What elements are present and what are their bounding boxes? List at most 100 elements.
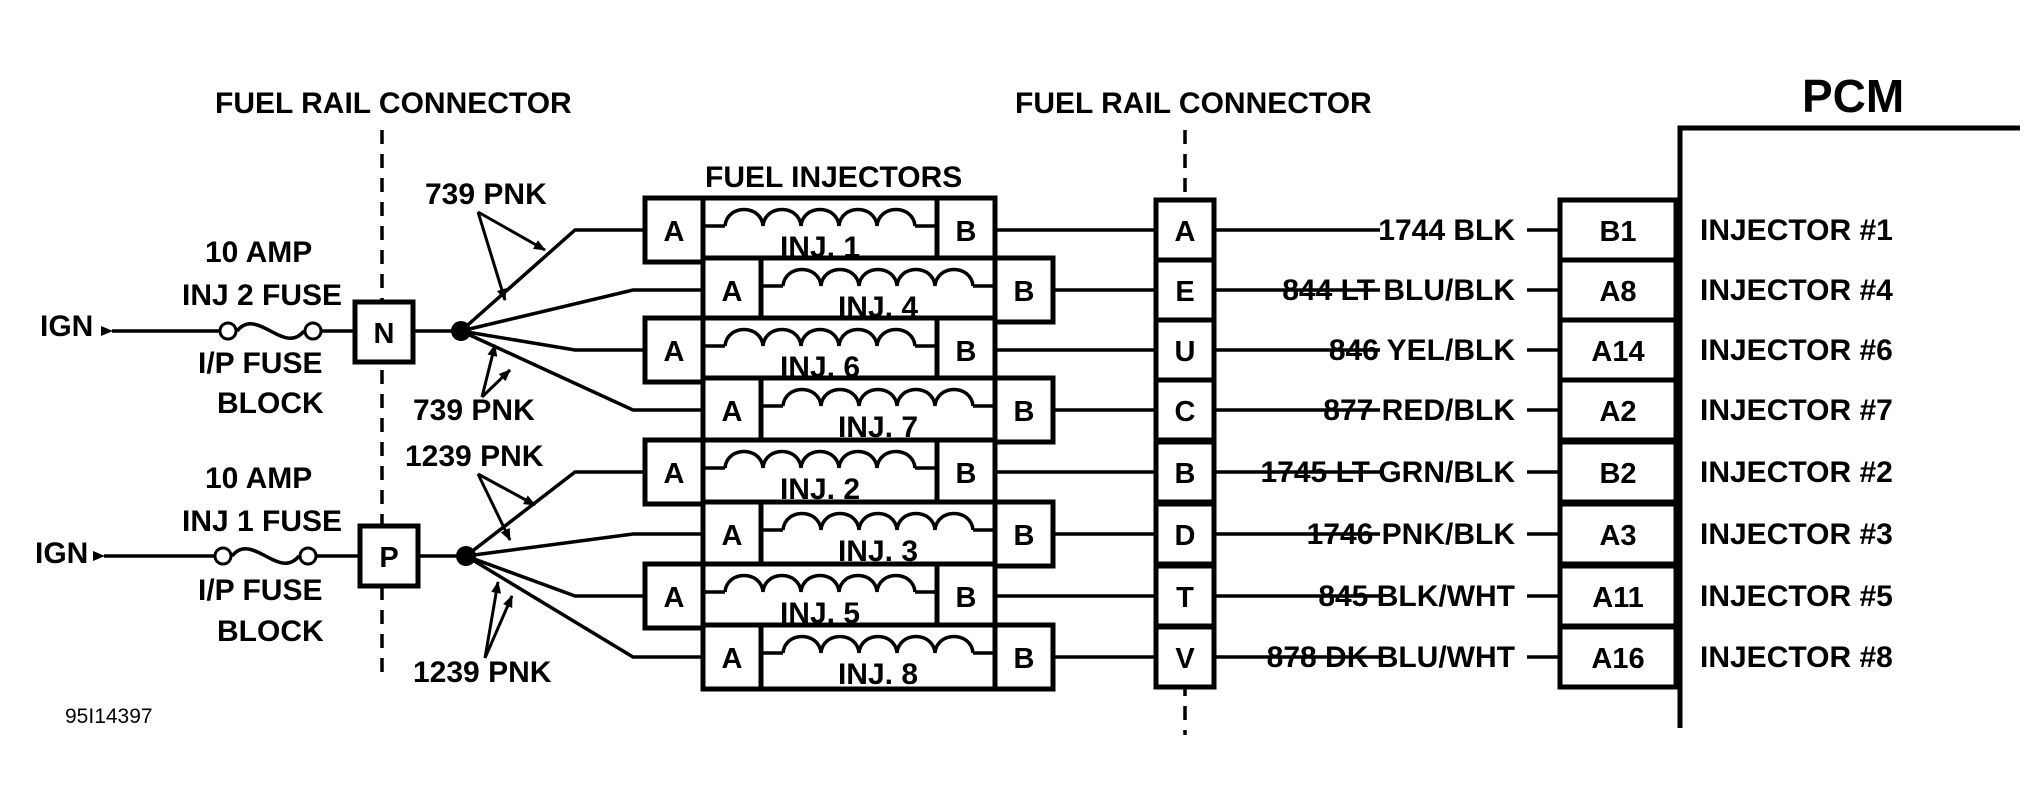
wire-1239-bottom-pointer-2 [483, 595, 514, 659]
fuel-rail-connector-right-label: FUEL RAIL CONNECTOR [1015, 87, 1372, 120]
injector-row-7-pin-a-label: A [664, 582, 685, 614]
injector-row-7-connector-pin-label: T [1176, 582, 1194, 614]
fuse-bottom-symbol [230, 547, 301, 565]
injector-row-5-pin-b-label: B [956, 458, 977, 490]
fuel-rail-connector-left-label: FUEL RAIL CONNECTOR [215, 87, 572, 120]
injector-row-6-pcm-pin-box [1557, 501, 1679, 567]
injector-row-2-pcm-pin-label: A8 [1599, 276, 1636, 308]
injector-row-8-pin-a-label: A [722, 643, 743, 675]
injector-row-1-connector-pin-label: A [1175, 216, 1196, 248]
fuel-injectors-label: FUEL INJECTORS [705, 161, 962, 194]
fuse-top-symbol [235, 322, 306, 340]
fuse-top-block-label-2: BLOCK [217, 387, 324, 420]
injector-row-2-connector-pin-label: E [1175, 276, 1194, 308]
wire-739-top-pointer-2 [476, 211, 507, 301]
fuse-top-name-label: INJ 2 FUSE [182, 279, 342, 312]
wire-739-top-label: 739 PNK [425, 178, 547, 211]
wire-739-bottom-label: 739 PNK [413, 394, 535, 427]
wire-1239-top-pointer-2 [476, 473, 512, 541]
injector-row-3-pcm-function-label: INJECTOR #6 [1700, 334, 1893, 367]
injector-row-3-feed-wire [460, 329, 645, 352]
injector-row-4-pcm-pin-box [1557, 377, 1679, 443]
injector-row-1-coil-symbol [723, 207, 917, 227]
wire-1239-bottom-label: 1239 PNK [413, 656, 552, 689]
injector-row-5-circuit-label: 1745 LT GRN/BLK [1261, 456, 1516, 489]
injector-row-3-coil-symbol [723, 327, 917, 347]
injector-row-5-connector-pin-label: B [1175, 458, 1196, 490]
injector-row-8-circuit-label: 878 DK BLU/WHT [1267, 641, 1515, 674]
injector-row-4-pin-b-box [992, 375, 1056, 445]
injector-row-3-connector-pin-label: U [1175, 336, 1196, 368]
injector-row-2-feed-wire [460, 288, 703, 333]
injector-row-4-pin-b-label: B [1014, 396, 1035, 428]
injector-row-5-feed-wire [464, 470, 645, 558]
bottom-fuse-circuit: IGN 10 AMP INJ 1 FUSE I/P FUSE BLOCK P [35, 462, 476, 648]
injector-row-3-circuit-label: 846 YEL/BLK [1329, 334, 1516, 367]
wire-739-top-pointer-1 [477, 210, 546, 252]
injector-row-7-pcm-pin-box [1557, 563, 1679, 629]
fuse-bottom-terminal-right [298, 546, 318, 566]
fuse-top-block-label: I/P FUSE [198, 347, 322, 380]
fuse-bottom-amp-label: 10 AMP [205, 462, 312, 495]
wire-739-bottom-pointer-1 [480, 344, 498, 398]
injector-row-7-connector-pin-box [1153, 563, 1217, 629]
fuse-bottom-terminal-left [213, 546, 233, 566]
injector-row-5-coil-symbol [723, 449, 917, 469]
injector-row-8-pin-b-label: B [1014, 643, 1035, 675]
injector-row-7-coil-symbol [723, 573, 917, 593]
top-fuse-circuit: IGN 10 AMP INJ 2 FUSE I/P FUSE BLOCK N [40, 236, 471, 420]
injector-row-7-feed-wire [465, 554, 645, 598]
injector-row-2-pin-b-box [992, 255, 1056, 325]
wire-739-bottom-pointer-2 [480, 368, 512, 399]
fuse-top-terminal-right [303, 321, 323, 341]
fuse-bottom-name-label: INJ 1 FUSE [182, 505, 342, 538]
injector-row-7-pin-b-label: B [956, 582, 977, 614]
injector-row-6-circuit-label: 1746 PNK/BLK [1307, 518, 1516, 551]
pin-p-label: P [379, 542, 398, 574]
injector-row-6-pin-a-label: A [722, 520, 743, 552]
fuse-top-terminal-left [218, 321, 238, 341]
injector-row-6-pcm-function-label: INJECTOR #3 [1700, 518, 1893, 551]
injector-row-3-pcm-pin-label: A14 [1591, 336, 1644, 368]
injector-row-6-pcm-pin-label: A3 [1599, 520, 1636, 552]
injector-row-6-feed-wire [465, 532, 703, 558]
injector-row-6-coil-symbol [781, 511, 975, 531]
injector-row-4-connector-pin-label: C [1175, 396, 1196, 428]
injector-row-8-pcm-function-label: INJECTOR #8 [1700, 641, 1893, 674]
injector-row-1-circuit-label: 1744 BLK [1378, 214, 1515, 247]
injector-row-1-pin-b-label: B [956, 216, 977, 248]
injector-row-1-feed-wire [459, 228, 645, 333]
ign-top-label: IGN [40, 310, 93, 343]
injector-row-3-connector-pin-box [1153, 317, 1217, 383]
injector-row-7-pcm-pin-label: A11 [1592, 582, 1644, 614]
injector-row-5-pcm-function-label: INJECTOR #2 [1700, 456, 1893, 489]
injector-row-8-pcm-pin-box [1557, 624, 1679, 690]
injector-row-3-pin-a-box [642, 315, 706, 385]
injector-row-8-injector-name: INJ. 8 [838, 658, 918, 691]
wire-1239-top-label: 1239 PNK [405, 440, 544, 473]
injector-row-3-pin-b-label: B [956, 336, 977, 368]
pcm-boundary [1677, 125, 2020, 728]
wire-1239-bottom-pointer-1 [483, 581, 502, 659]
injector-row-5-pin-a-box [642, 437, 706, 507]
injector-row-3-pcm-pin-box [1557, 317, 1679, 383]
injector-row-4-feed-wire [460, 329, 703, 412]
injector-row-2-pin-b-label: B [1014, 276, 1035, 308]
injector-row-3-pin-a-label: A [664, 336, 685, 368]
injector-row-1-pcm-pin-label: B1 [1599, 216, 1636, 248]
figure-id: 95I14397 [65, 705, 153, 728]
ign-bottom-label: IGN [35, 537, 88, 570]
injector-row-1-pin-a-label: A [664, 216, 685, 248]
injector-row-8-coil-symbol [781, 634, 975, 654]
injector-row-8-pcm-pin-label: A16 [1591, 643, 1644, 675]
injector-row-4-pin-a-label: A [722, 396, 743, 428]
injector-row-8-pin-a-box [700, 622, 764, 692]
injector-row-1-pcm-function-label: INJECTOR #1 [1700, 214, 1893, 247]
injector-row-5-pin-a-label: A [664, 458, 685, 490]
injector-row-6-pin-a-box [700, 499, 764, 569]
injector-row-2-coil-symbol [781, 267, 975, 287]
injector-row-2-pin-a-label: A [722, 276, 743, 308]
injector-row-7-pin-a-box [642, 561, 706, 631]
injector-row-6-connector-pin-label: D [1175, 520, 1196, 552]
injector-row-2-pcm-function-label: INJECTOR #4 [1700, 274, 1893, 307]
